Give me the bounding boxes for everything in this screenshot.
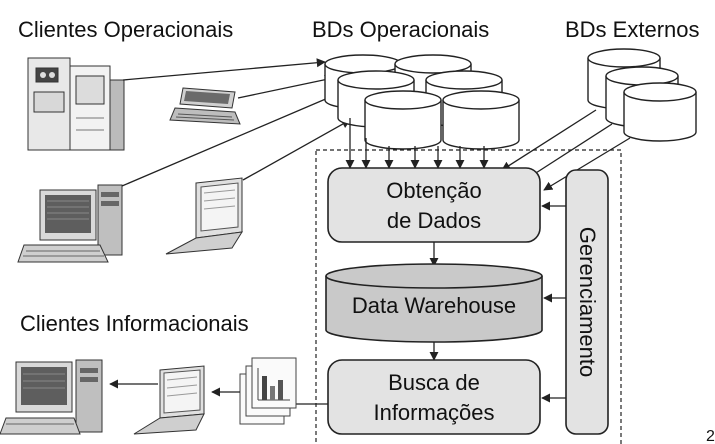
data-warehouse-cylinder xyxy=(325,263,543,343)
database-cylinder-icon xyxy=(442,90,520,150)
page-number: 2 xyxy=(706,428,715,444)
arrow-desktop-to-db xyxy=(121,94,336,187)
obtencao-label-line2: de Dados xyxy=(387,208,481,233)
arrow-server-to-db xyxy=(122,58,326,81)
handheld-computer-icon xyxy=(169,87,241,125)
busca-label-line1: Busca de xyxy=(388,370,480,395)
data-warehouse-label: Data Warehouse xyxy=(352,293,516,318)
arrows-db-to-obtencao xyxy=(345,118,489,169)
header-bds-externos: BDs Externos xyxy=(565,17,700,42)
arrow-handheld-to-db xyxy=(237,75,334,99)
busca-label-line2: Informações xyxy=(373,400,494,425)
gerenciamento-label: Gerenciamento xyxy=(575,227,600,377)
header-clientes-informacionais: Clientes Informacionais xyxy=(20,311,249,336)
busca-de-informacoes-box xyxy=(327,359,541,435)
mainframe-server-icon xyxy=(27,57,125,151)
arrow-laptop-to-db xyxy=(242,119,351,181)
data-warehouse-boundary xyxy=(315,149,622,444)
desktop-computer-icon xyxy=(0,359,103,435)
laptop-icon xyxy=(165,177,243,255)
arrows-gerenciamento xyxy=(541,201,566,403)
gerenciamento-box xyxy=(565,169,609,435)
report-chart-icon xyxy=(239,357,297,425)
database-cylinder-icon xyxy=(364,90,442,150)
header-clientes-operacionais: Clientes Operacionais xyxy=(18,17,233,42)
header-bds-operacionais: BDs Operacionais xyxy=(312,17,489,42)
desktop-computer-icon xyxy=(17,184,123,263)
operational-database-cylinders xyxy=(324,54,520,150)
obtencao-label-line1: Obtenção xyxy=(386,178,481,203)
database-cylinder-icon xyxy=(623,82,697,142)
laptop-icon xyxy=(133,365,205,435)
arrows-external-to-obtencao xyxy=(501,109,631,191)
external-database-cylinders xyxy=(587,48,697,142)
